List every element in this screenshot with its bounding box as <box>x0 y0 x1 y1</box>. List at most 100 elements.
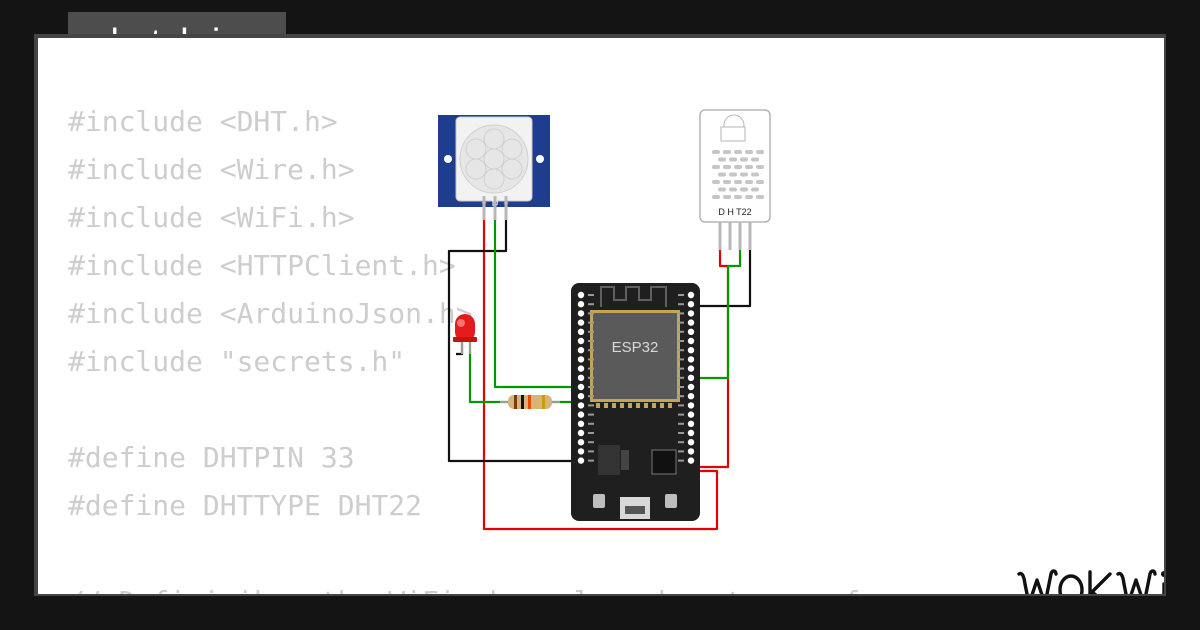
pin-hole <box>687 448 695 455</box>
pin-hole <box>577 365 585 372</box>
boot-button <box>593 494 605 508</box>
vent-slot <box>756 180 764 184</box>
pin-hole <box>687 365 695 372</box>
dht-label: D H T22 <box>718 207 751 217</box>
pin-hole <box>687 291 695 299</box>
pir-sensor[interactable]: + D − <box>438 115 550 220</box>
vent-slot <box>729 157 737 162</box>
resistor[interactable] <box>500 395 560 409</box>
pin-hole <box>687 411 695 418</box>
pin-label-mark <box>588 340 594 342</box>
pin-hole <box>577 383 585 391</box>
wire-pir-signal <box>493 202 577 389</box>
vent-slot <box>745 165 753 169</box>
pin-label-mark <box>588 413 594 416</box>
pin-label-mark <box>678 386 684 388</box>
chip-pad <box>628 403 632 408</box>
pin-hole <box>577 393 585 400</box>
pin-hole <box>577 319 585 326</box>
vent-slot <box>740 187 748 192</box>
chip-pads <box>596 403 672 408</box>
pin-hole <box>687 439 695 446</box>
dht-vents <box>712 150 764 199</box>
usb-uart-chip <box>651 449 677 475</box>
vent-slot <box>756 195 764 199</box>
pin-hole <box>577 402 585 409</box>
antenna-trace <box>600 286 667 307</box>
pin-hole <box>687 420 695 427</box>
esp32-label: ESP32 <box>612 339 659 356</box>
vent-slot <box>740 172 748 177</box>
pin-label-mark <box>588 376 594 379</box>
pin-label-mark <box>678 358 684 361</box>
pir-dome-pattern <box>465 128 523 190</box>
pin-hole <box>577 310 585 317</box>
pin-hole <box>577 448 585 455</box>
dht22-sensor[interactable]: D H T22 <box>699 109 771 250</box>
vent-slot <box>751 172 759 177</box>
wire-pir-gnd <box>447 202 577 463</box>
pin-hole <box>577 291 585 299</box>
chip-pad <box>660 403 664 408</box>
code-line: #include <HTTPClient.h> <box>68 249 456 282</box>
pin-hole <box>687 356 695 363</box>
pin-hole <box>687 457 695 464</box>
vent-slot <box>723 180 731 184</box>
pin-label-mark <box>588 303 594 306</box>
vent-slot <box>723 165 731 169</box>
pin-hole <box>577 420 585 427</box>
vent-slot <box>712 180 720 184</box>
code-line: #define DHTPIN 33 <box>68 441 355 474</box>
code-line: #include <WiFi.h> <box>68 201 355 234</box>
wokwi-logo[interactable] <box>1014 564 1166 596</box>
vent-slot <box>734 150 742 154</box>
pin-label-mark <box>588 422 594 425</box>
right-pin-header <box>678 291 695 464</box>
vent-slot <box>756 165 764 169</box>
pin-hole <box>577 457 585 464</box>
pin-label-mark <box>678 349 684 352</box>
pin-label-mark <box>678 459 684 462</box>
pin-hole <box>577 301 585 308</box>
pin-hole <box>687 374 695 381</box>
pin-label-mark <box>678 395 684 398</box>
pin-hole <box>687 402 695 409</box>
pin-label-mark <box>588 367 594 370</box>
pin-label-mark <box>588 321 594 324</box>
pin-label-mark <box>588 349 594 352</box>
vent-slot <box>729 172 737 177</box>
wire-dht-vcc <box>699 244 730 469</box>
code-background: #include <DHT.h>#include <Wire.h>#includ… <box>68 98 945 594</box>
pin-hole <box>687 319 695 326</box>
code-line: #include <Wire.h> <box>68 153 355 186</box>
pin-label-mark <box>588 404 594 407</box>
pin-hole <box>577 429 585 437</box>
vent-slot <box>745 195 753 199</box>
pin-hole <box>577 328 585 335</box>
esp32-board[interactable]: ESP32 <box>571 283 700 521</box>
chip-pad <box>668 403 672 408</box>
vent-slot <box>756 150 764 154</box>
pin-label-mark <box>678 330 684 333</box>
vent-slot <box>718 172 726 177</box>
vent-slot <box>734 195 742 199</box>
vent-slot <box>740 157 748 162</box>
code-line: #include <ArduinoJson.h> <box>68 297 473 330</box>
chip-pad <box>644 403 648 408</box>
code-line: #define DHTTYPE DHT22 <box>68 489 423 522</box>
voltage-regulator <box>598 445 620 475</box>
pin-hole <box>577 374 585 381</box>
chip-pad <box>620 403 624 408</box>
pin-label-mark <box>588 358 594 361</box>
chip-pad <box>636 403 640 408</box>
pin-label-mark <box>678 303 684 306</box>
chip-pad <box>612 403 616 408</box>
pin-label-mark <box>678 404 684 407</box>
red-led[interactable] <box>453 314 477 354</box>
wire-led-anode <box>468 342 510 404</box>
pin-hole <box>577 347 585 354</box>
vent-slot <box>712 150 720 154</box>
pin-hole <box>577 439 585 446</box>
pin-label-mark <box>588 432 594 434</box>
left-pin-header <box>577 291 594 464</box>
